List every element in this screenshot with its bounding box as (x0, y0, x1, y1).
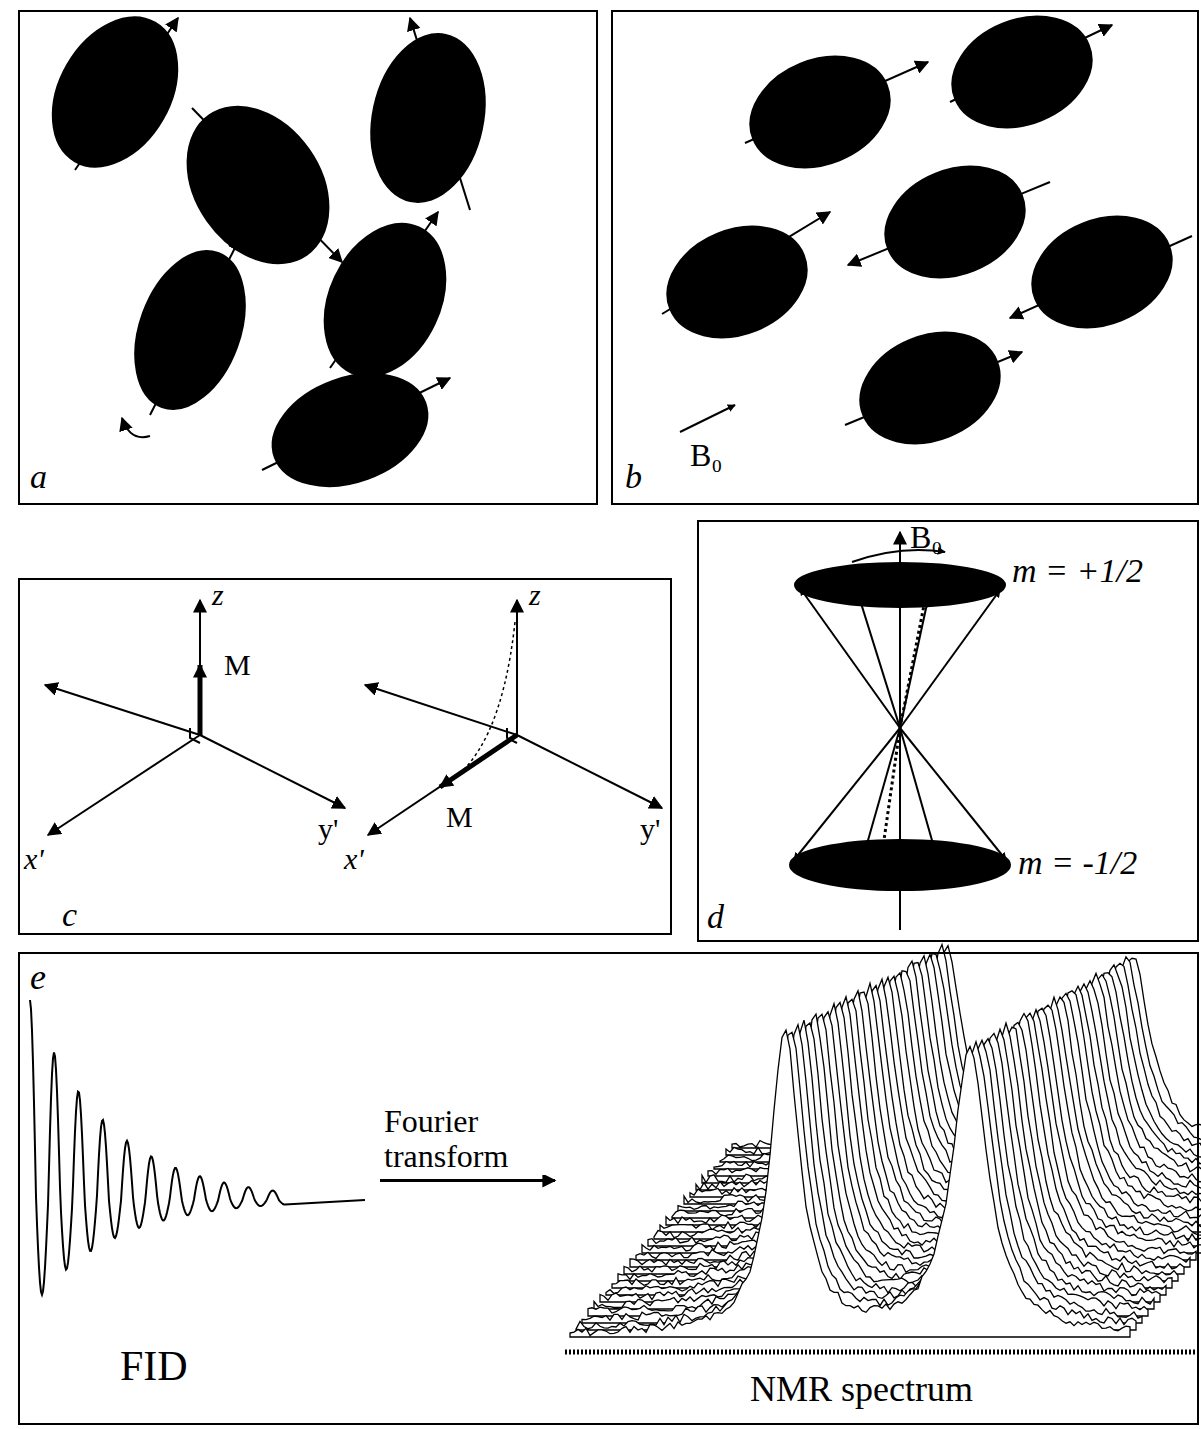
panel-letter: c (62, 896, 77, 933)
vector-label: M (224, 648, 251, 681)
edge-label: Fourier transform (384, 1104, 564, 1174)
spectrum-trace (600, 1014, 1160, 1302)
spectrum-trace (636, 999, 1196, 1260)
panel-letter: e (30, 958, 46, 998)
nuclei-aligned (651, 0, 1192, 463)
axis-label: y' (318, 812, 338, 845)
spectrum-trace (624, 1003, 1184, 1275)
field-label: B₀ (690, 438, 723, 473)
figure-panel: eFID NMR spectrum (18, 952, 1199, 1425)
vector-label: M (446, 800, 473, 833)
spectrum-trace (660, 986, 1201, 1233)
axis-label: z (212, 578, 224, 611)
spectrum-trace (594, 1023, 1154, 1309)
precession-cones (790, 532, 1010, 930)
spectrum-trace (630, 997, 1190, 1267)
spin-state-label: m = -1/2 (1018, 844, 1137, 881)
spectrum-trace (582, 1025, 1142, 1323)
axis-label: z (529, 578, 541, 611)
figure-panel: a (18, 10, 598, 505)
panel-letter: a (30, 458, 47, 495)
figure-panel: b (611, 10, 1199, 505)
spectrum-trace (588, 1020, 1148, 1316)
plot-region: FID (20, 965, 375, 1420)
figure-panel: c (18, 578, 672, 935)
plot-region: NMR spectrum (560, 965, 1195, 1420)
spectrum-trace (648, 992, 1201, 1246)
spectrum-trace (606, 1014, 1166, 1295)
plot-caption: NMR spectrum (750, 1370, 973, 1410)
field-label: B₀ (910, 520, 943, 555)
spin-state-label: m = +1/2 (1012, 552, 1143, 589)
spectrum-trace (576, 1032, 1136, 1330)
spectrum-trace (618, 1004, 1178, 1281)
spectrum-trace (666, 979, 1201, 1225)
fid-waveform (30, 1000, 365, 1295)
plot-caption: FID (120, 1343, 188, 1389)
nuclei-random (27, 0, 499, 506)
spectrum-trace (642, 991, 1201, 1253)
panel-letter: d (707, 898, 724, 935)
transform-arrow (380, 1179, 555, 1182)
axis-label: x' (24, 842, 44, 875)
spectrum-trace (678, 976, 1201, 1211)
spectrum-trace (612, 1012, 1172, 1288)
spectrum-trace (672, 977, 1201, 1218)
spectrum-trace (570, 1030, 1130, 1337)
nmr-spectrum-stack (570, 945, 1201, 1338)
axis-label: x' (344, 842, 364, 875)
spectrum-axis-ticks (565, 1350, 1195, 1355)
spectrum-trace (654, 983, 1201, 1239)
panel-letter: b (625, 458, 642, 495)
axis-label: y' (640, 812, 660, 845)
rotating-frame-axes (45, 600, 662, 835)
